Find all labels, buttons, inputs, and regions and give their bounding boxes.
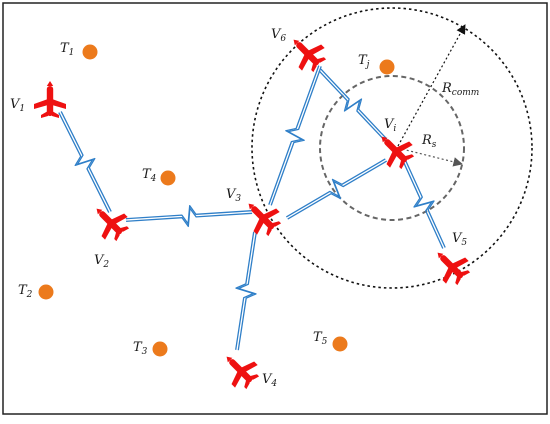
link-v3-v4-b bbox=[235, 231, 255, 350]
link-v3-vi-b bbox=[287, 160, 388, 220]
label-t3: T3 bbox=[133, 340, 148, 357]
targets bbox=[38, 44, 395, 357]
target-t4-marker bbox=[160, 170, 176, 186]
label-vi: Vi bbox=[384, 117, 396, 134]
label-t2: T2 bbox=[18, 283, 33, 300]
label-v3: V3 bbox=[226, 187, 241, 204]
link-v2-v3-b bbox=[126, 207, 253, 228]
figure-border bbox=[2, 2, 548, 415]
labels: T1 T4 T2 T3 T5 Tj V1 V2 V3 V4 V5 V6 Vi R… bbox=[10, 27, 479, 389]
label-v2: V2 bbox=[94, 253, 109, 270]
label-v4: V4 bbox=[262, 372, 277, 389]
target-t1-marker bbox=[82, 44, 98, 60]
link-v1-v2-b bbox=[58, 112, 110, 213]
aircraft-v4-icon bbox=[215, 345, 265, 395]
sensing-range-circle bbox=[319, 75, 465, 221]
label-t5: T5 bbox=[313, 330, 328, 347]
link-vi-v5-b bbox=[402, 160, 444, 249]
link-v3-v6-b bbox=[270, 66, 322, 206]
target-t3-marker bbox=[152, 341, 168, 357]
target-tj-marker bbox=[379, 59, 395, 75]
label-tj: Tj bbox=[358, 53, 370, 70]
communication-radius-arrow bbox=[397, 24, 466, 147]
label-t1: T1 bbox=[60, 41, 74, 58]
label-r-s: Rs bbox=[421, 133, 437, 150]
label-v6: V6 bbox=[271, 27, 286, 44]
link-v6-vi-b bbox=[318, 70, 386, 142]
target-t2-marker bbox=[38, 284, 54, 300]
communication-links bbox=[58, 65, 446, 351]
label-t4: T4 bbox=[142, 167, 157, 184]
communication-range-circle bbox=[251, 7, 533, 289]
target-t5-marker bbox=[332, 336, 348, 352]
label-v1: V1 bbox=[10, 97, 25, 114]
sensing-radius-arrow bbox=[397, 147, 463, 167]
label-r-comm: Rcomm bbox=[441, 81, 479, 98]
aircraft bbox=[34, 28, 476, 395]
label-v5: V5 bbox=[452, 231, 467, 248]
